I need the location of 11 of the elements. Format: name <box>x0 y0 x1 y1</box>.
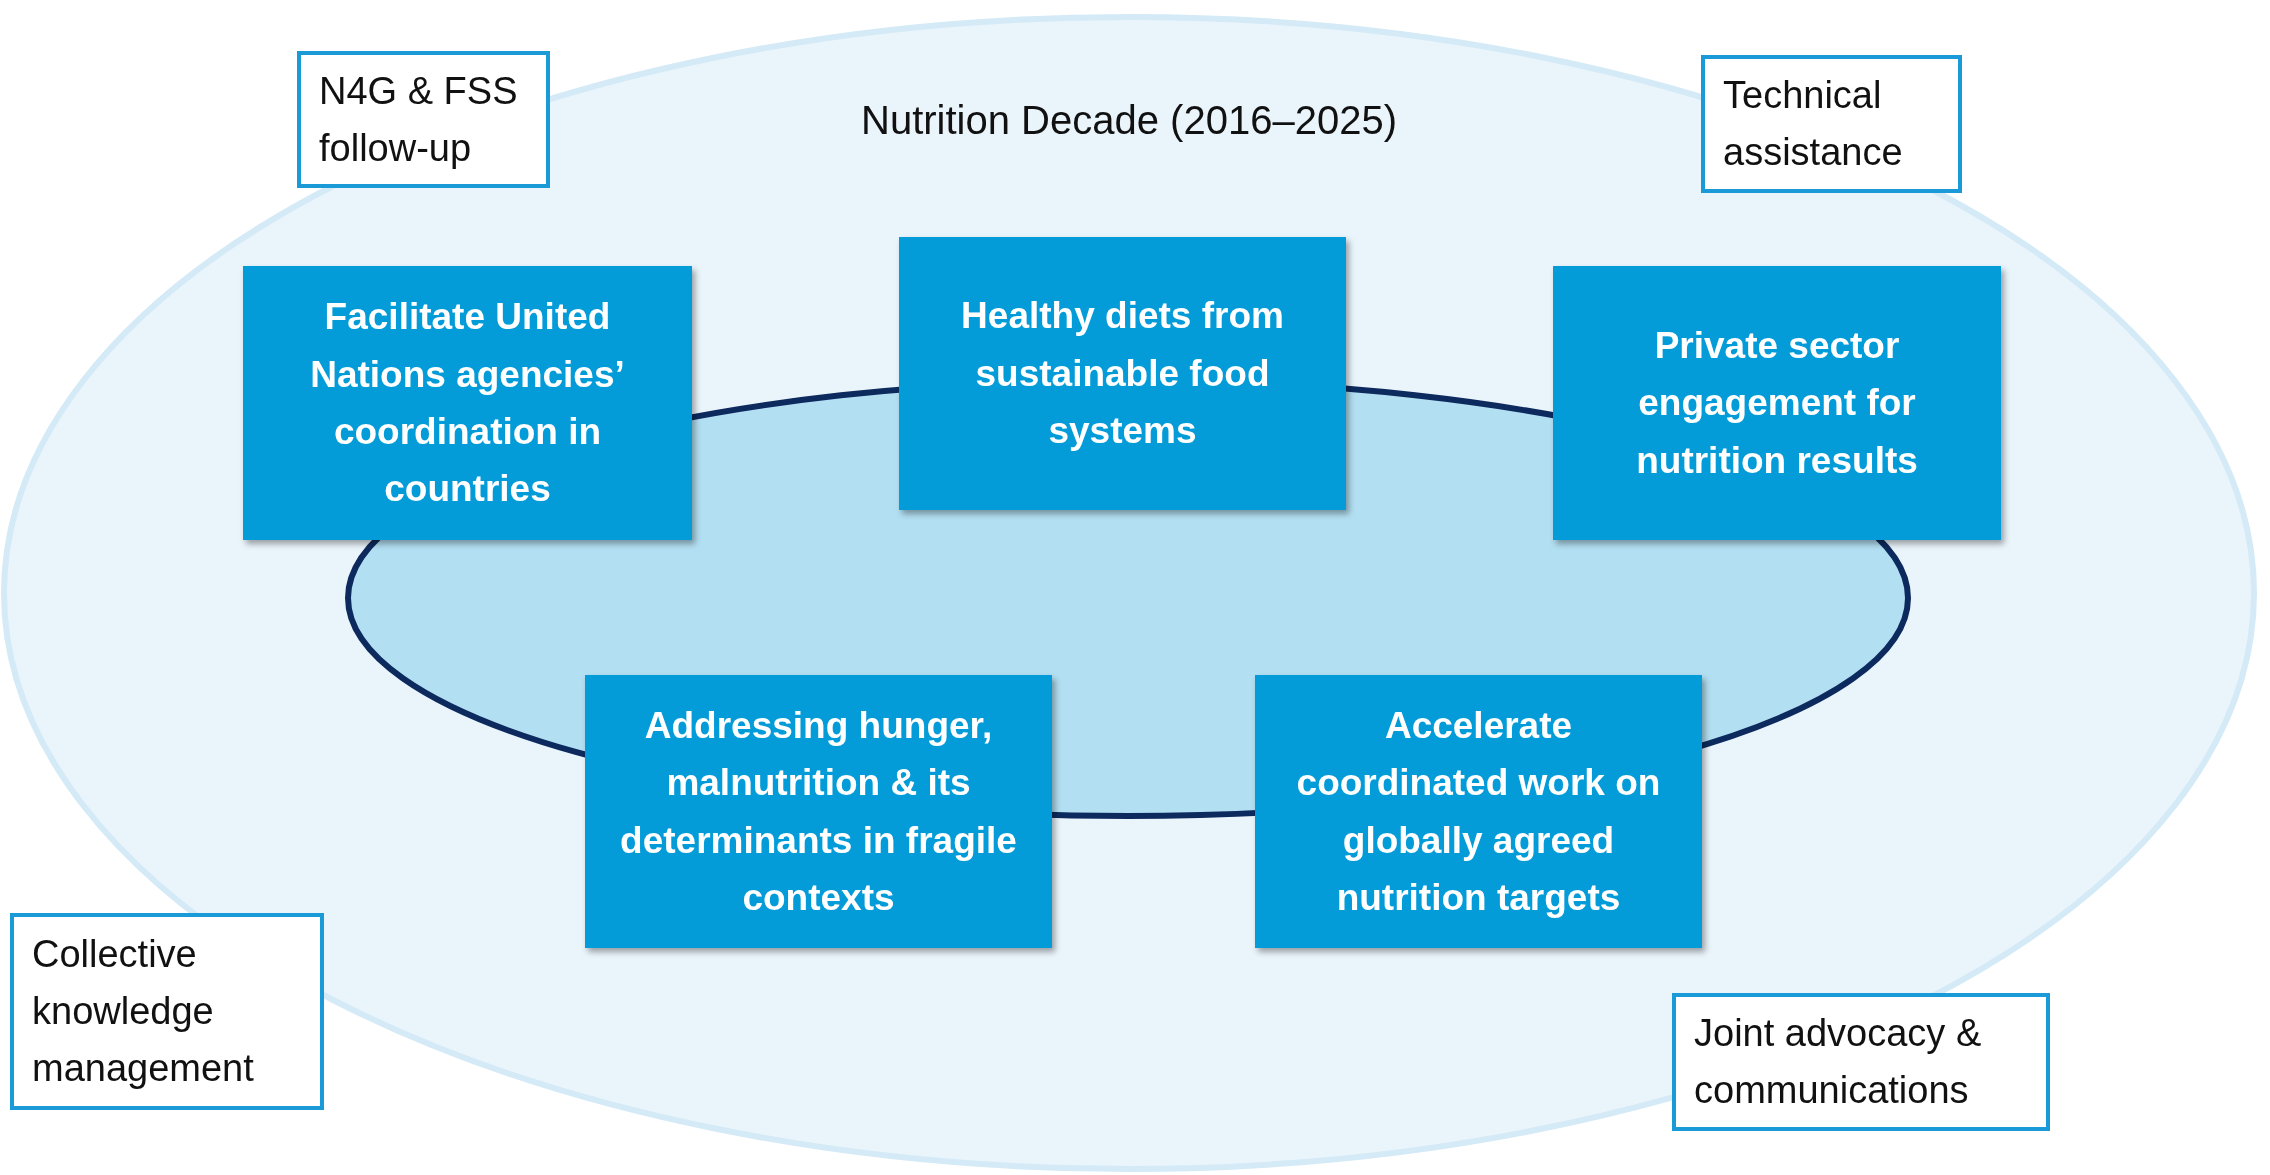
activity-box: N4G & FSS follow-up <box>297 51 550 188</box>
theme-box: Private sector engagement for nutrition results <box>1553 266 2001 540</box>
activity-box: Collective knowledge management <box>10 913 324 1110</box>
theme-box: Accelerate coordinated work on globally agreed nutrition targets <box>1255 675 1702 948</box>
theme-box: Healthy diets from sustainable food systems <box>899 237 1346 510</box>
theme-box: Addressing hunger, malnutrition & its determinants in fragile contexts <box>585 675 1052 948</box>
activity-box: Joint advocacy & communications <box>1672 993 2050 1131</box>
outer-ellipse <box>0 13 2258 1173</box>
activity-box: Technical assistance <box>1701 55 1962 193</box>
title-text: Nutrition Decade (2016–2025) <box>860 98 1398 143</box>
theme-box: Facilitate United Nations agencies’ coordination in countries <box>243 266 692 540</box>
